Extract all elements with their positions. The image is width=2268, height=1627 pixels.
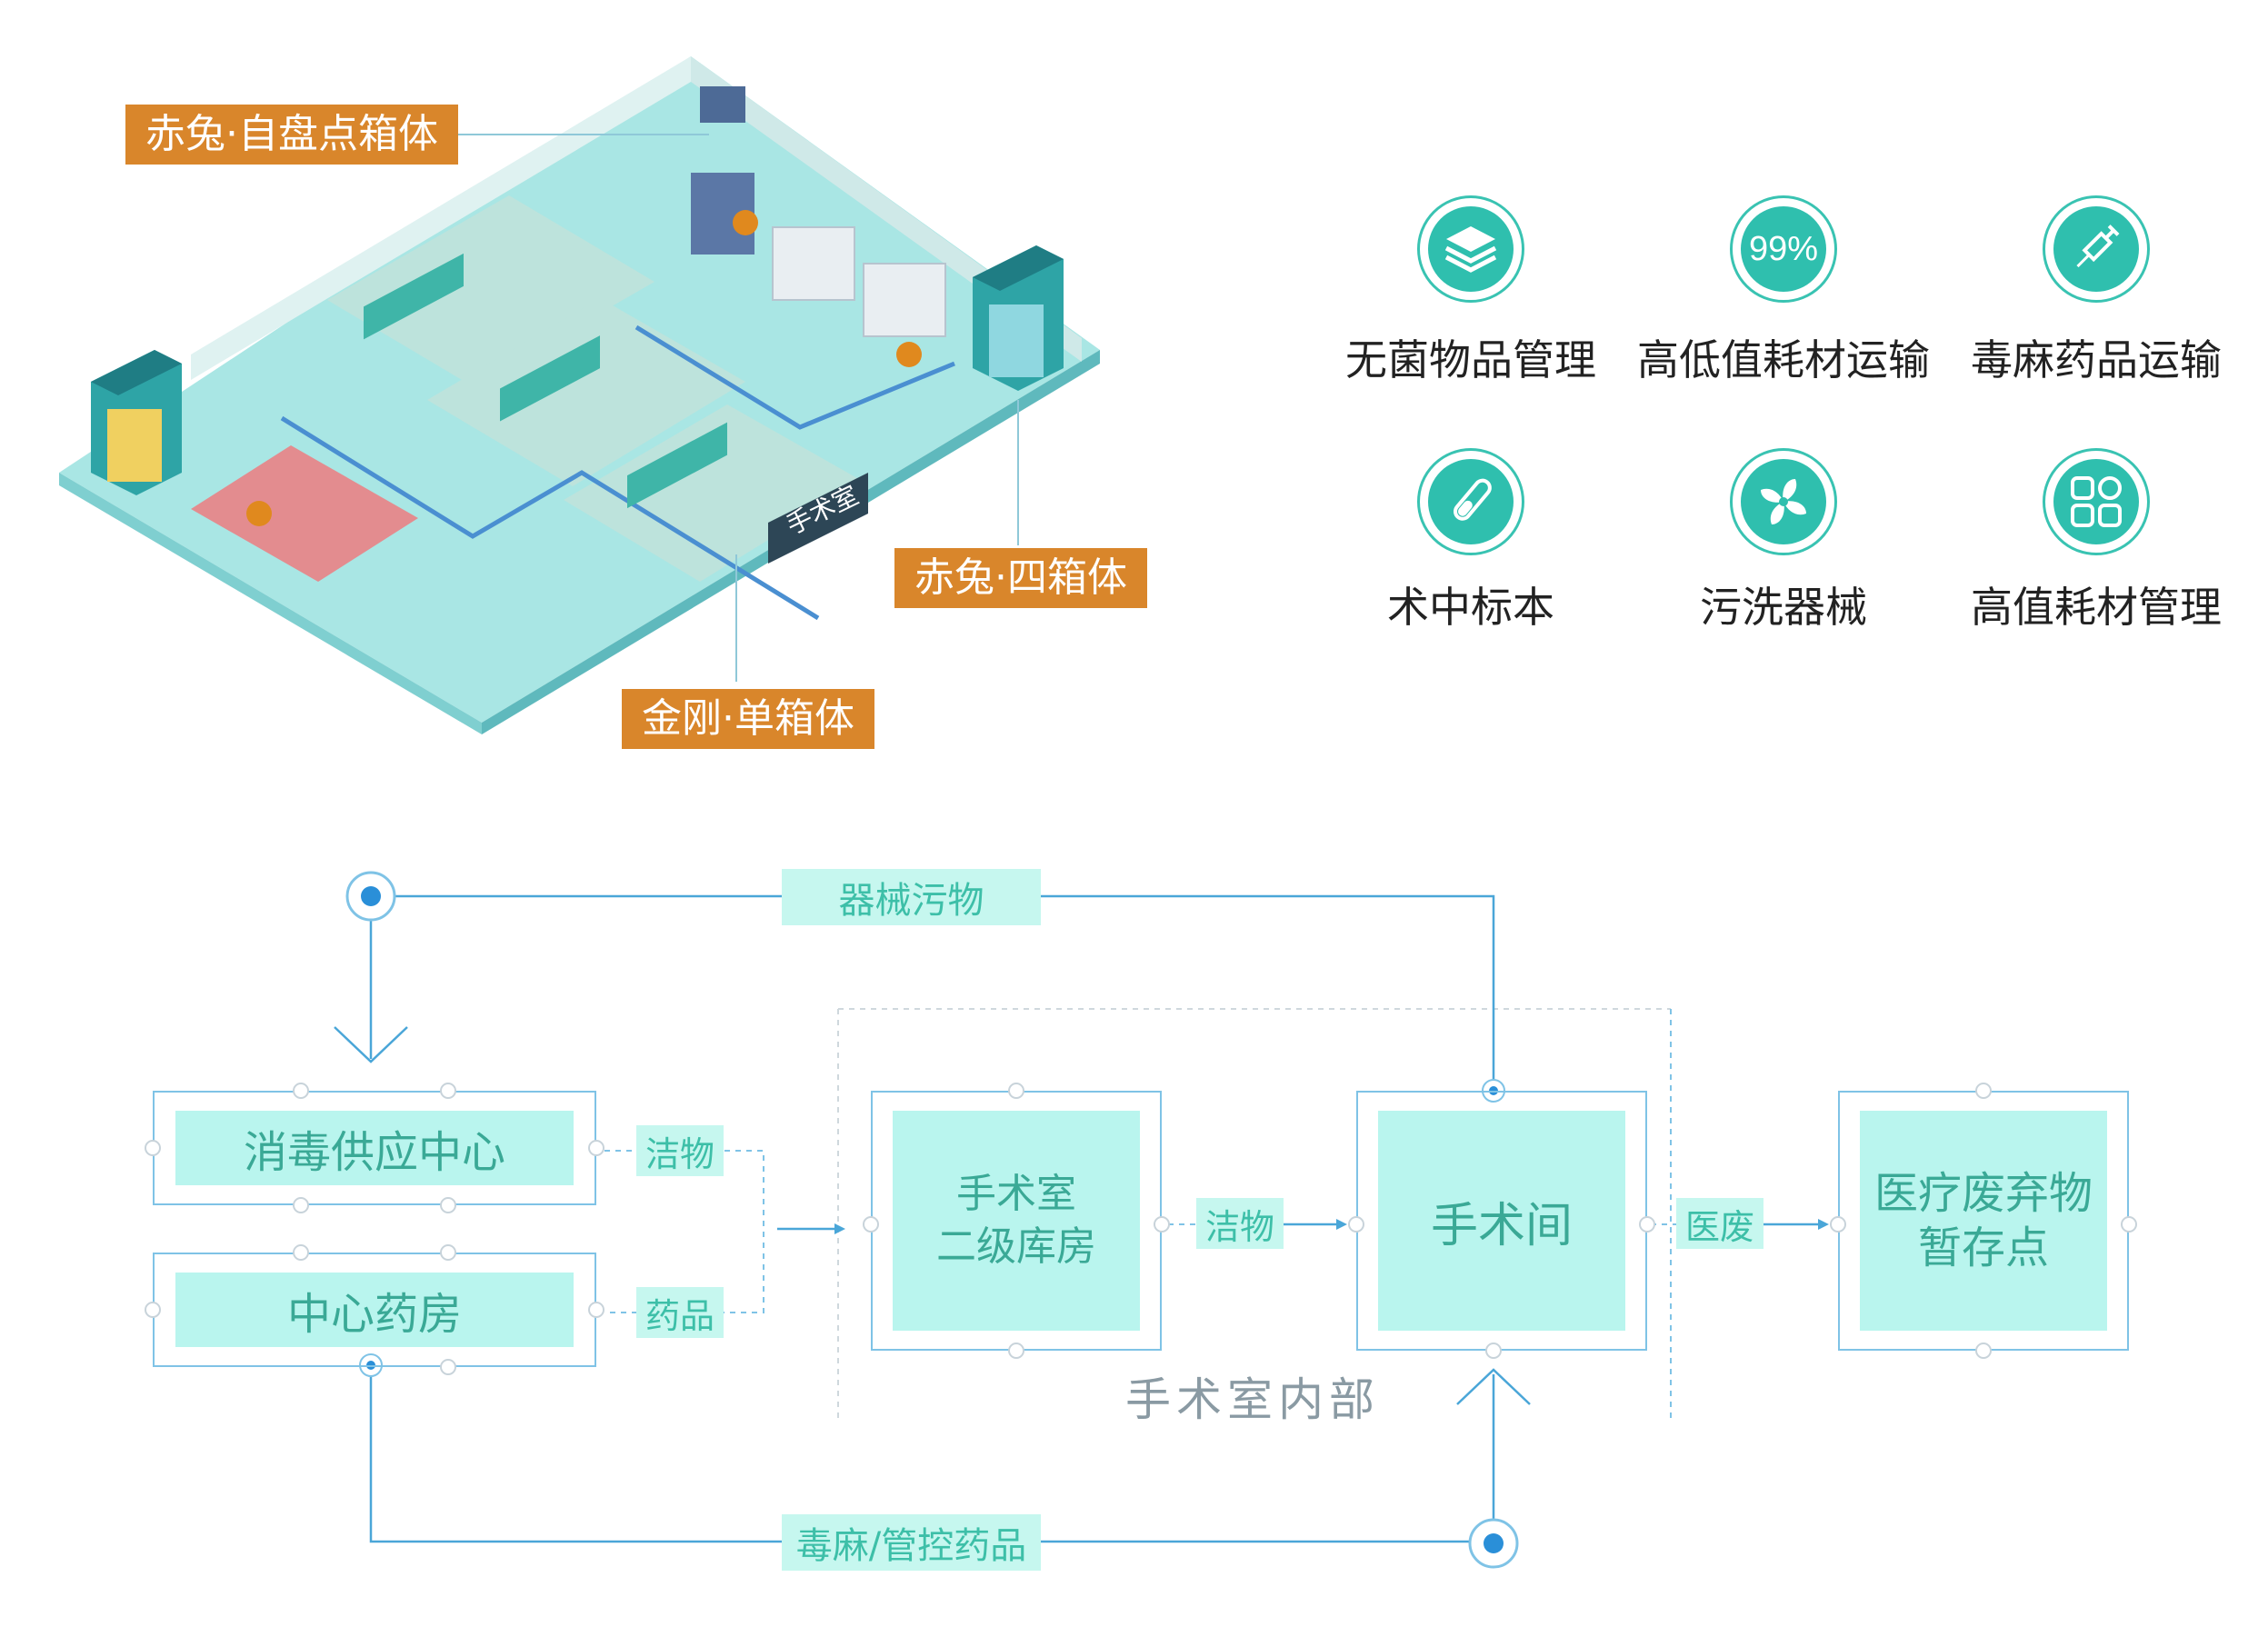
feature-label-specimen: 术中标本	[1387, 583, 1554, 632]
anchor	[293, 1244, 309, 1261]
edge-label-controlled-drugs: 毒麻/管控药品	[782, 1514, 1041, 1571]
feature-label-narcotics: 毒麻药品运输	[1971, 335, 2222, 384]
anchor	[145, 1140, 161, 1156]
anchor	[440, 1244, 456, 1261]
anchor	[1485, 1343, 1502, 1359]
edge-label-dirty-instruments: 器械污物	[782, 869, 1041, 925]
anchor	[1975, 1083, 1992, 1099]
anchor	[293, 1197, 309, 1213]
callout-single-box: 金刚·单箱体	[622, 689, 874, 749]
node-operating-room: 手术间	[1378, 1111, 1625, 1331]
anchor	[440, 1197, 456, 1213]
anchor	[1008, 1083, 1024, 1099]
anchor	[1975, 1343, 1992, 1359]
node-central-pharmacy: 中心药房	[175, 1273, 574, 1347]
anchor	[588, 1302, 604, 1318]
anchor	[145, 1302, 161, 1318]
node-sterile-supply: 消毒供应中心	[175, 1111, 574, 1185]
anchor	[1639, 1216, 1655, 1233]
edge-label-medical-waste: 医废	[1676, 1198, 1763, 1249]
edge-label-drugs: 药品	[636, 1287, 724, 1338]
anchor	[1008, 1343, 1024, 1359]
test-tube-icon	[1417, 448, 1524, 555]
edge-label-clean-items-2: 洁物	[1196, 1198, 1284, 1249]
hospital-floor-illustration	[59, 56, 1100, 734]
percent-99-icon: 99%	[1730, 195, 1837, 303]
layers-icon	[1417, 195, 1524, 303]
feature-label-sterile: 无菌物品管理	[1345, 335, 1596, 384]
grid-icon	[2043, 448, 2150, 555]
callout-self-inventory-box: 赤兔·自盘点箱体	[125, 105, 458, 165]
anchor	[588, 1140, 604, 1156]
anchor	[293, 1083, 309, 1099]
region-label-or-interior: 手术室内部	[1125, 1373, 1380, 1426]
anchor	[1348, 1216, 1364, 1233]
percent-99-text: 99%	[1748, 229, 1819, 268]
node-medical-waste: 医疗废弃物 暂存点	[1860, 1111, 2107, 1331]
feature-label-instruments: 污洗器械	[1700, 583, 1867, 632]
anchor	[440, 1083, 456, 1099]
callout-four-box: 赤兔·四箱体	[894, 548, 1147, 608]
node-secondary-storage: 手术室 二级库房	[893, 1111, 1140, 1331]
feature-label-consumables: 高低值耗材运输	[1637, 335, 1930, 384]
edge-label-clean-items-1: 洁物	[636, 1125, 724, 1176]
anchor	[863, 1216, 879, 1233]
fan-icon	[1730, 448, 1837, 555]
feature-label-high-value: 高值耗材管理	[1971, 583, 2222, 632]
anchor	[1830, 1216, 1846, 1233]
anchor	[440, 1359, 456, 1375]
anchor	[1154, 1216, 1170, 1233]
syringe-icon	[2043, 195, 2150, 303]
anchor	[2121, 1216, 2137, 1233]
